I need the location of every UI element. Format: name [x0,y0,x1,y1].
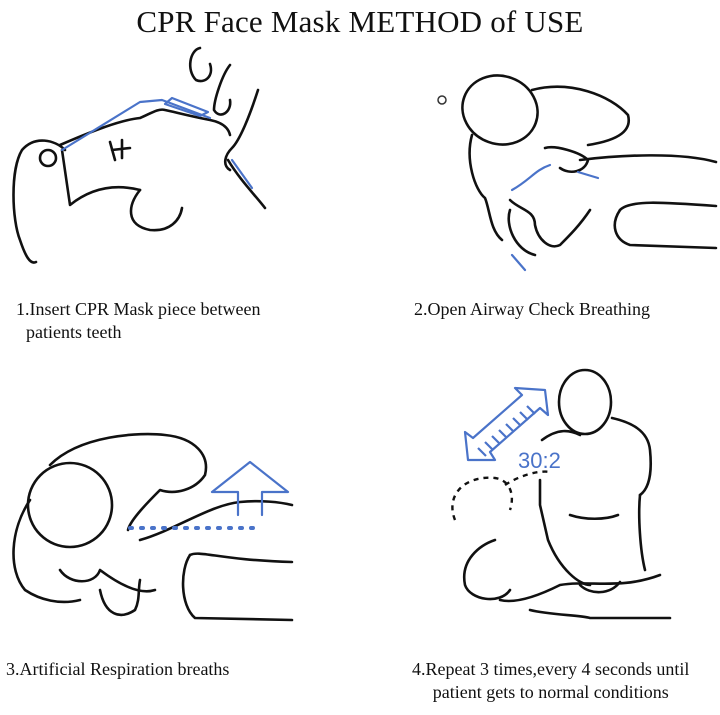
compression-ratio-label: 30:2 [518,448,561,473]
step-2-panel: 2.Open Airway Check Breathing [414,60,720,319]
step-1-caption-line1: 1.Insert CPR Mask piece between [16,299,261,319]
step-3-panel: 3.Artificial Respiration breaths [0,420,310,679]
step-4-panel: 30:2 4.Repeat 3 times,every 4 seconds un… [412,360,720,702]
step-4-caption-line2: patient gets to normal conditions [432,682,669,702]
step-1-caption-line2: patients teeth [26,322,122,342]
step-4-caption-line1: 4.Repeat 3 times,every 4 seconds until [412,659,690,679]
page-title: CPR Face Mask METHOD of USE [136,4,584,39]
rescue-breaths-illustration [12,432,294,622]
mask-insertion-illustration [12,46,267,264]
step-1-caption: 1.Insert CPR Mask piece between patients… [16,298,260,344]
chest-compressions-illustration: 30:2 [451,368,672,620]
step-2-caption: 2.Open Airway Check Breathing [414,299,650,319]
open-airway-illustration [437,74,718,272]
step-3-caption: 3.Artificial Respiration breaths [6,659,230,679]
step-4-caption: 4.Repeat 3 times,every 4 seconds until p… [412,658,689,704]
step-1-panel: 1.Insert CPR Mask piece between patients… [0,40,300,342]
